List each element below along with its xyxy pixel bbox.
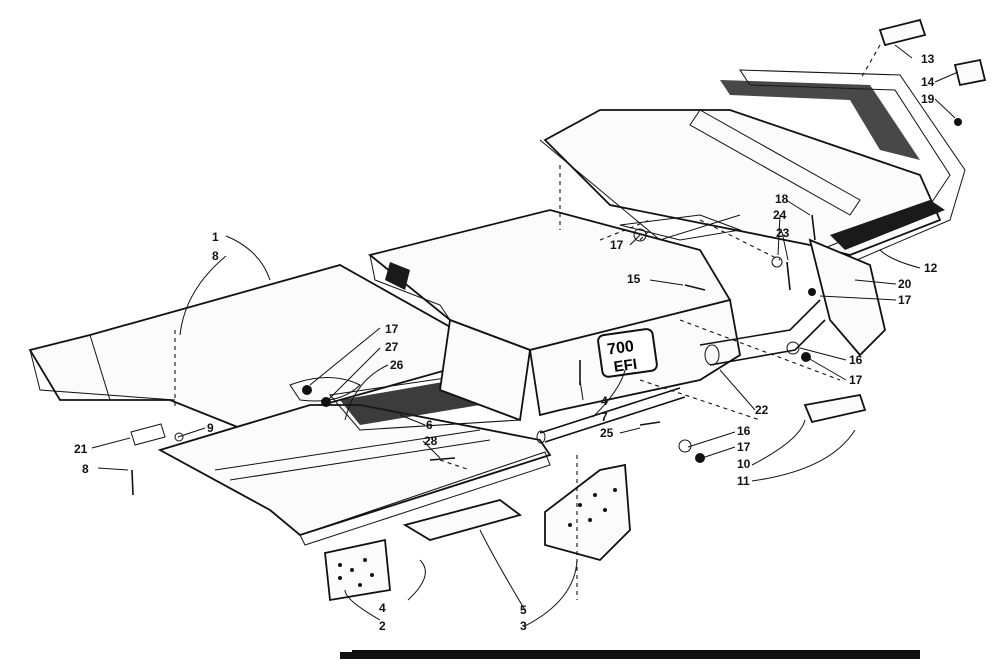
hinge-rod [536, 387, 686, 444]
callout-19: 19 [921, 92, 935, 106]
pad-plate [402, 499, 523, 541]
callout-20: 20 [898, 277, 912, 291]
callout-4: 4 [379, 601, 386, 615]
callout-17: 17 [849, 373, 863, 387]
callout-17: 17 [385, 322, 399, 336]
decal-line-2: EFI [613, 356, 638, 376]
callout-25: 25 [600, 426, 614, 440]
callout-1: 1 [212, 230, 219, 244]
top-reflector-13 [878, 18, 927, 47]
callout-17: 17 [898, 293, 912, 307]
callout-2: 2 [379, 619, 386, 633]
hardware [130, 118, 962, 496]
callout-21: 21 [74, 442, 88, 456]
callout-16: 16 [849, 353, 863, 367]
hitch-bar [699, 299, 826, 366]
callout-23: 23 [776, 226, 790, 240]
callout-18: 18 [775, 192, 789, 206]
callout-5: 5 [520, 603, 527, 617]
decal-line-1: 700 [606, 338, 635, 359]
side-reflector [803, 393, 867, 424]
callout-13: 13 [921, 52, 935, 66]
callout-28: 28 [424, 434, 438, 448]
callout-14: 14 [921, 75, 935, 89]
callout-17: 17 [610, 238, 624, 252]
callout-10: 10 [737, 457, 751, 471]
model-decal: 700 EFI [597, 328, 658, 378]
cropped-title-strokes [340, 648, 920, 659]
callout-26: 26 [390, 358, 404, 372]
left-floorboard [28, 264, 552, 546]
assembly-lines [174, 44, 881, 600]
mounting-bracket [544, 463, 631, 562]
callout-4: 4 [601, 394, 608, 408]
callout-27: 27 [385, 340, 399, 354]
callout-22: 22 [755, 403, 769, 417]
callout-6: 6 [426, 418, 433, 432]
callout-17: 17 [737, 440, 751, 454]
callout-15: 15 [627, 272, 641, 286]
callout-16: 16 [737, 424, 751, 438]
callout-3: 3 [520, 619, 527, 633]
callout-12: 12 [924, 261, 938, 275]
callout-7: 7 [601, 410, 608, 424]
callout-24: 24 [773, 208, 787, 222]
license-plate-bracket [324, 538, 391, 602]
callout-8: 8 [212, 249, 219, 263]
callout-9: 9 [207, 421, 214, 435]
callout-11: 11 [737, 474, 750, 488]
top-reflector-14 [953, 58, 987, 87]
callout-numbers: 1 8 21 8 9 17 27 26 6 28 4 2 5 3 4 7 25 … [74, 52, 938, 633]
callout-8: 8 [82, 462, 89, 476]
leader-lines [91, 44, 959, 627]
